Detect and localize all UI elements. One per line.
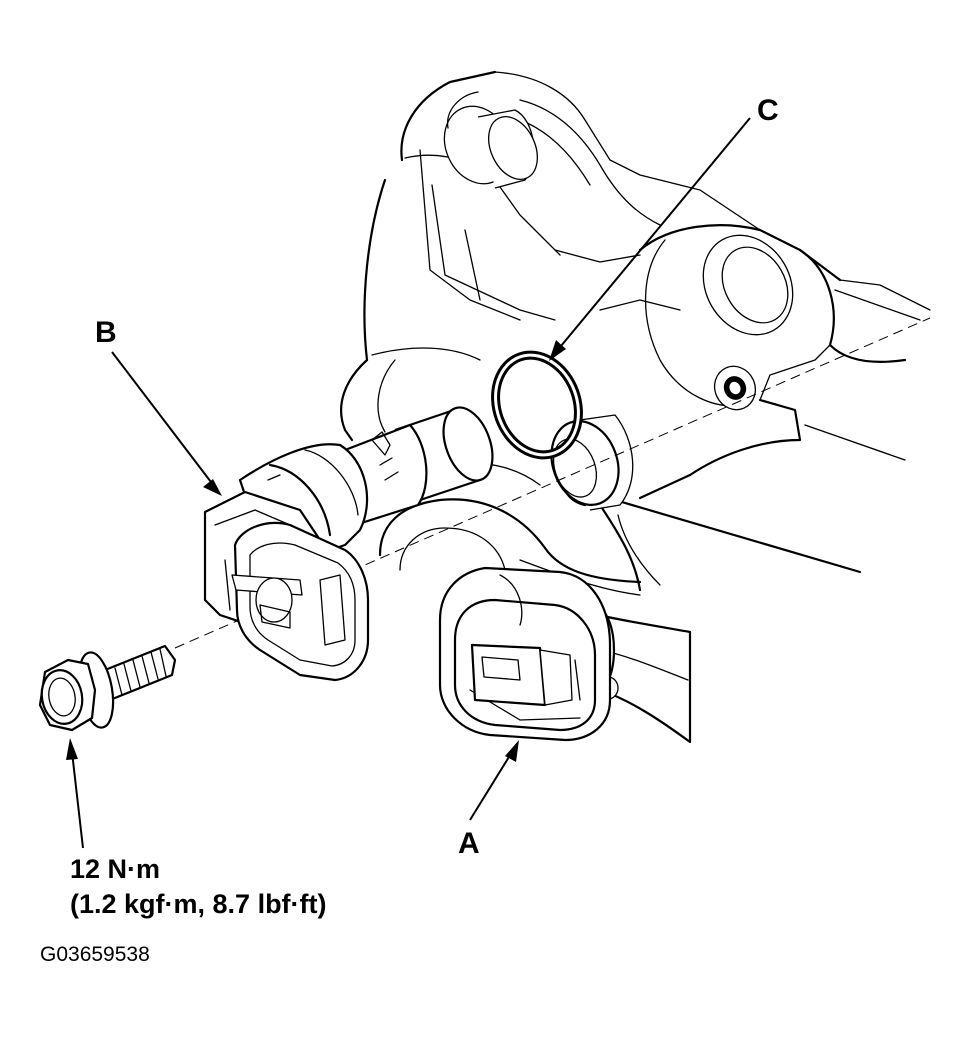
leader-torque-line [71, 751, 84, 849]
leader-b-arrowhead [203, 479, 222, 496]
engine-housing [340, 70, 931, 596]
leader-arrows [66, 117, 751, 849]
leader-a-line [469, 751, 513, 821]
callout-a-label: A [458, 827, 480, 860]
top-boss [443, 91, 538, 189]
leader-a-arrowhead [505, 740, 519, 762]
leader-torque-arrowhead [66, 738, 78, 760]
figure-identifier: G03659538 [40, 943, 150, 966]
torque-spec-conversions: (1.2 kgf·m, 8.7 lbf·ft) [70, 889, 327, 919]
cam-position-sensor [203, 406, 494, 682]
sensor-mounting-bore [550, 414, 634, 511]
o-ring [491, 350, 583, 460]
torque-spec-metric: 12 N·m [70, 854, 161, 884]
bore-housing [560, 224, 931, 507]
leader-c-arrowhead [549, 340, 566, 361]
callout-b-label: B [95, 316, 117, 349]
leader-b-line [111, 351, 215, 487]
harness-connector [438, 566, 692, 744]
leader-c-line [555, 117, 751, 353]
mounting-bolt [38, 644, 177, 732]
callout-c-label: C [757, 94, 779, 127]
